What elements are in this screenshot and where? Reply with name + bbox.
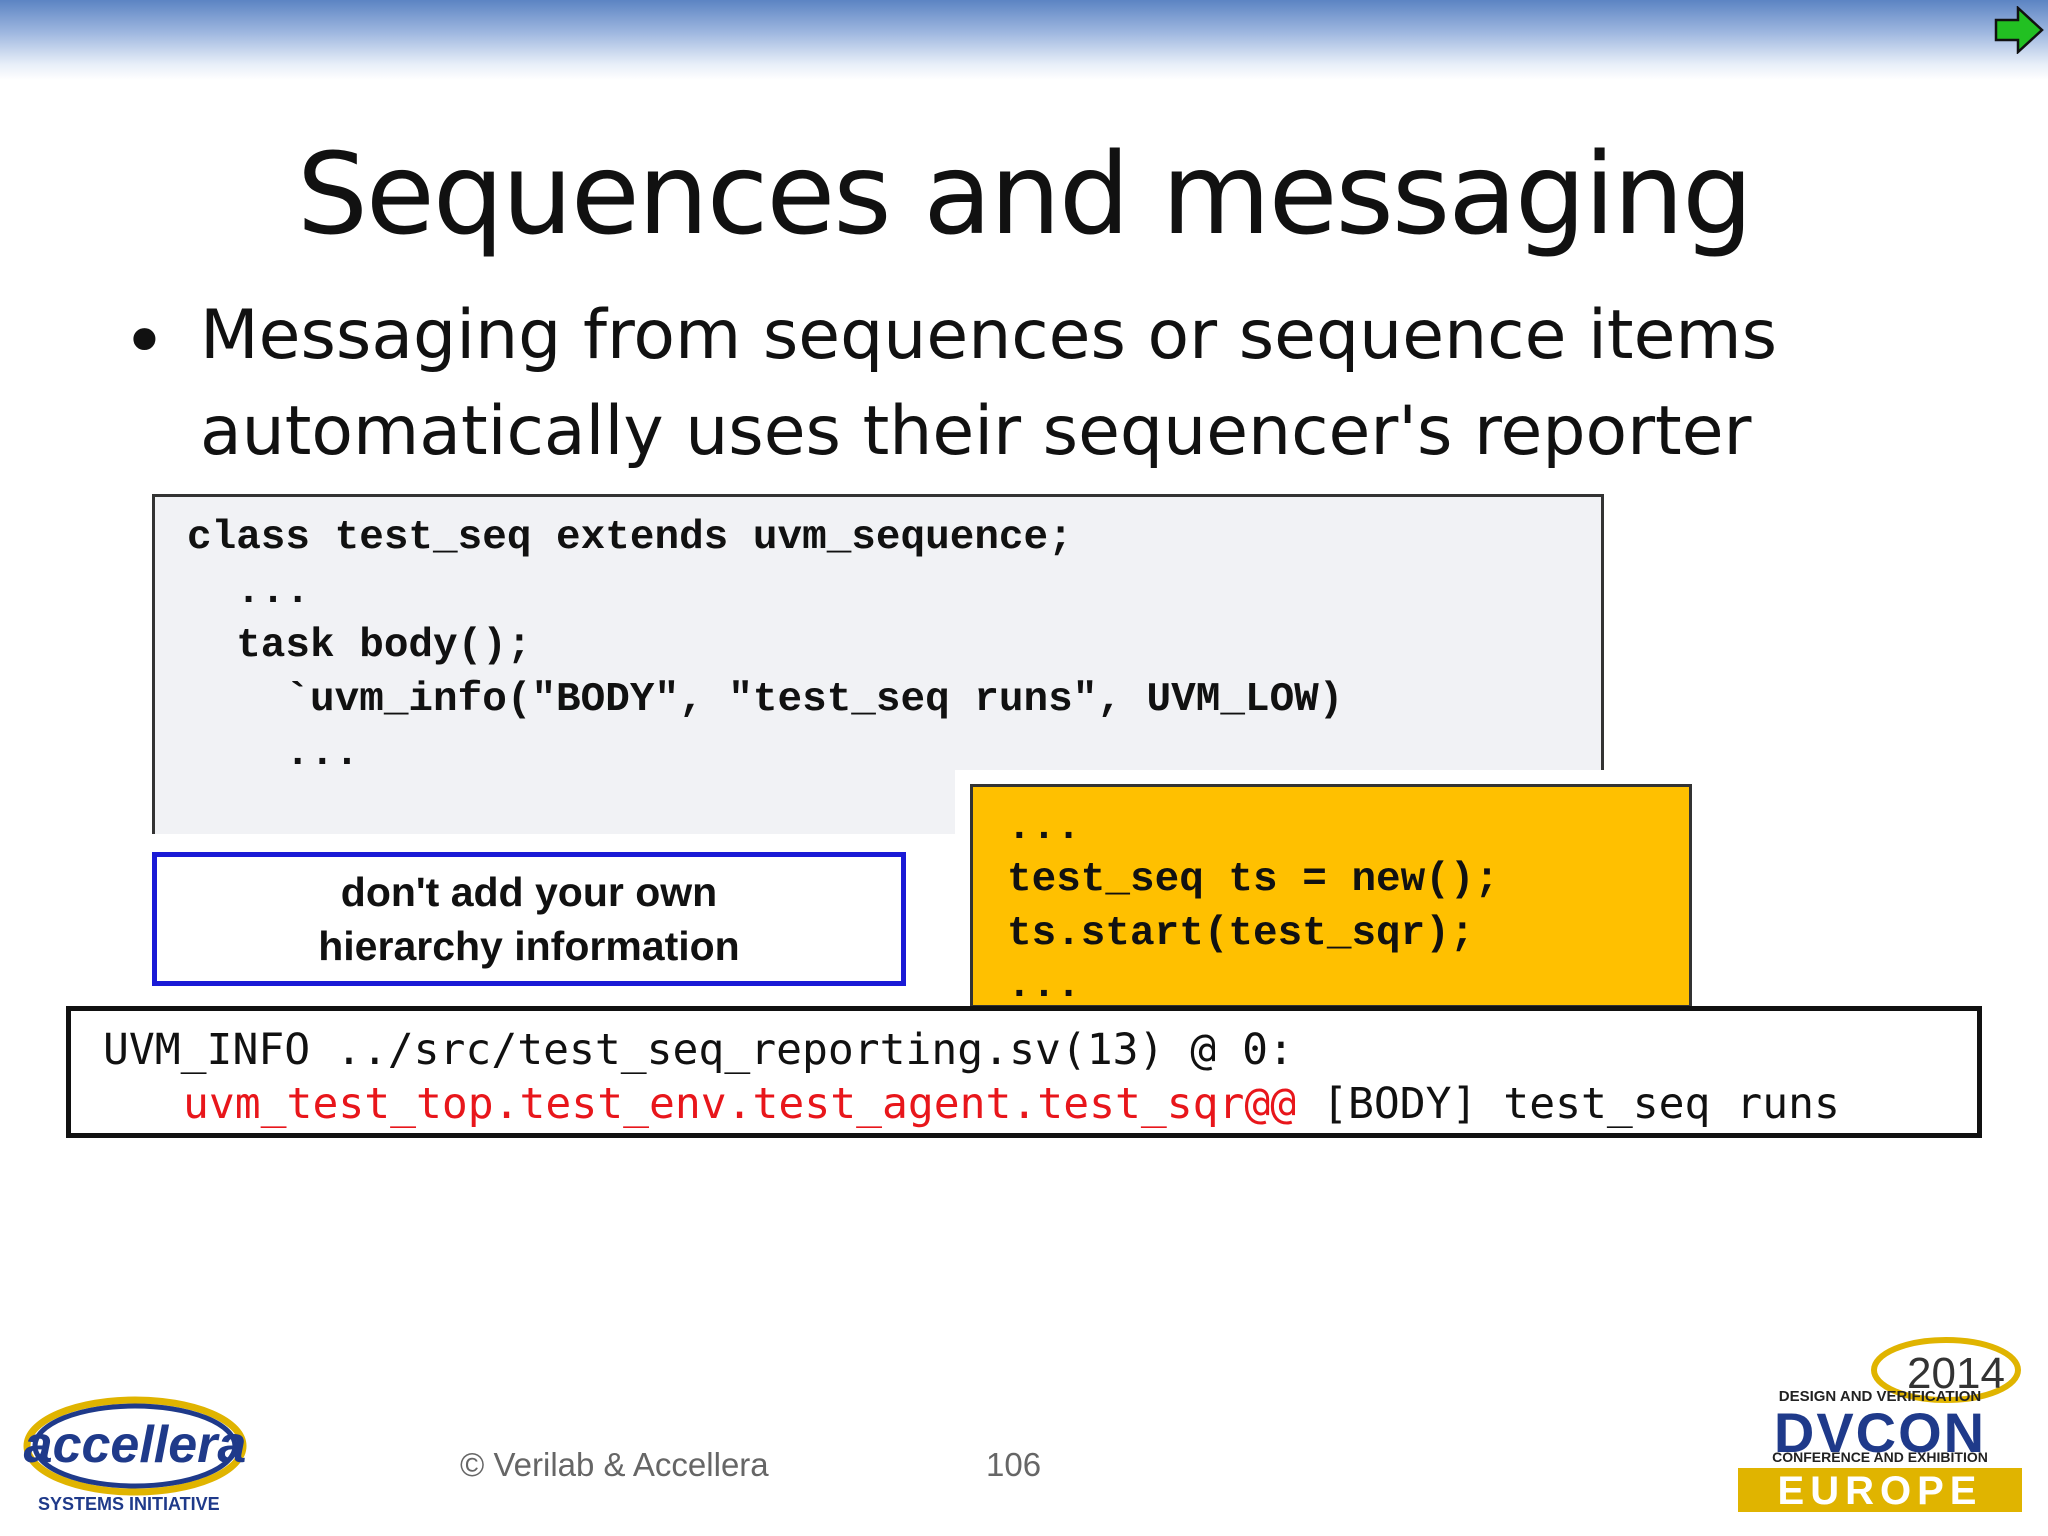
top-banner	[0, 0, 2048, 80]
hierarchy-path: uvm_test_top.test_env.test_agent.test_sq…	[183, 1079, 1297, 1129]
code-line: ...	[187, 731, 360, 777]
code-line: ts.start(test_sqr);	[1007, 911, 1475, 957]
dvcon-region: EUROPE	[1778, 1469, 1983, 1513]
bullet-text: Messaging from sequences or sequence ite…	[200, 288, 2000, 480]
dvcon-logo: 2014 DESIGN AND VERIFICATION DVCON CONFE…	[1738, 1337, 2022, 1513]
dvcon-name: DVCON	[1774, 1401, 1986, 1464]
code-line: task body();	[187, 623, 532, 669]
output-log: UVM_INFO ../src/test_seq_reporting.sv(13…	[66, 1006, 1982, 1138]
output-message: [BODY] test_seq runs	[1296, 1079, 1840, 1129]
slide-title: Sequences and messaging	[296, 130, 1753, 260]
dvcon-mid-text: CONFERENCE AND EXHIBITION	[1772, 1449, 1988, 1465]
footer-copyright: © Verilab & Accellera	[460, 1446, 769, 1483]
code-block-sequence: class test_seq extends uvm_sequence; ...…	[152, 494, 1604, 834]
bullet-line-1: Messaging from sequences or sequence ite…	[200, 296, 1778, 375]
output-line-2: uvm_test_top.test_env.test_agent.test_sq…	[183, 1079, 1840, 1129]
note-callout: don't add your own hierarchy information	[152, 852, 906, 986]
code-line: ...	[1007, 805, 1081, 851]
dvcon-top-text: DESIGN AND VERIFICATION	[1779, 1388, 1982, 1405]
next-arrow-icon[interactable]	[1994, 6, 2044, 54]
dvcon-year: 2014	[1907, 1349, 2005, 1398]
code-line: `uvm_info("BODY", "test_seq runs", UVM_L…	[187, 677, 1344, 723]
bullet-line-2: automatically uses their sequencer's rep…	[200, 392, 1752, 471]
code-line: test_seq ts = new();	[1007, 857, 1500, 903]
accellera-wordmark: accellera	[24, 1416, 247, 1474]
output-line-1: UVM_INFO ../src/test_seq_reporting.sv(13…	[103, 1025, 1294, 1075]
code-line: ...	[187, 569, 311, 615]
accellera-subtitle: SYSTEMS INITIATIVE	[38, 1494, 220, 1514]
accellera-logo: accellera	[23, 1396, 247, 1496]
code-line: class test_seq extends uvm_sequence;	[187, 515, 1073, 561]
code-block-start: ... test_seq ts = new(); ts.start(test_s…	[970, 784, 1692, 1008]
bullet-dot: •	[122, 296, 167, 385]
note-line-1: don't add your own	[340, 869, 718, 915]
note-line-2: hierarchy information	[318, 923, 740, 969]
code-line: ...	[1007, 963, 1081, 1008]
page-number: 106	[986, 1446, 1042, 1483]
